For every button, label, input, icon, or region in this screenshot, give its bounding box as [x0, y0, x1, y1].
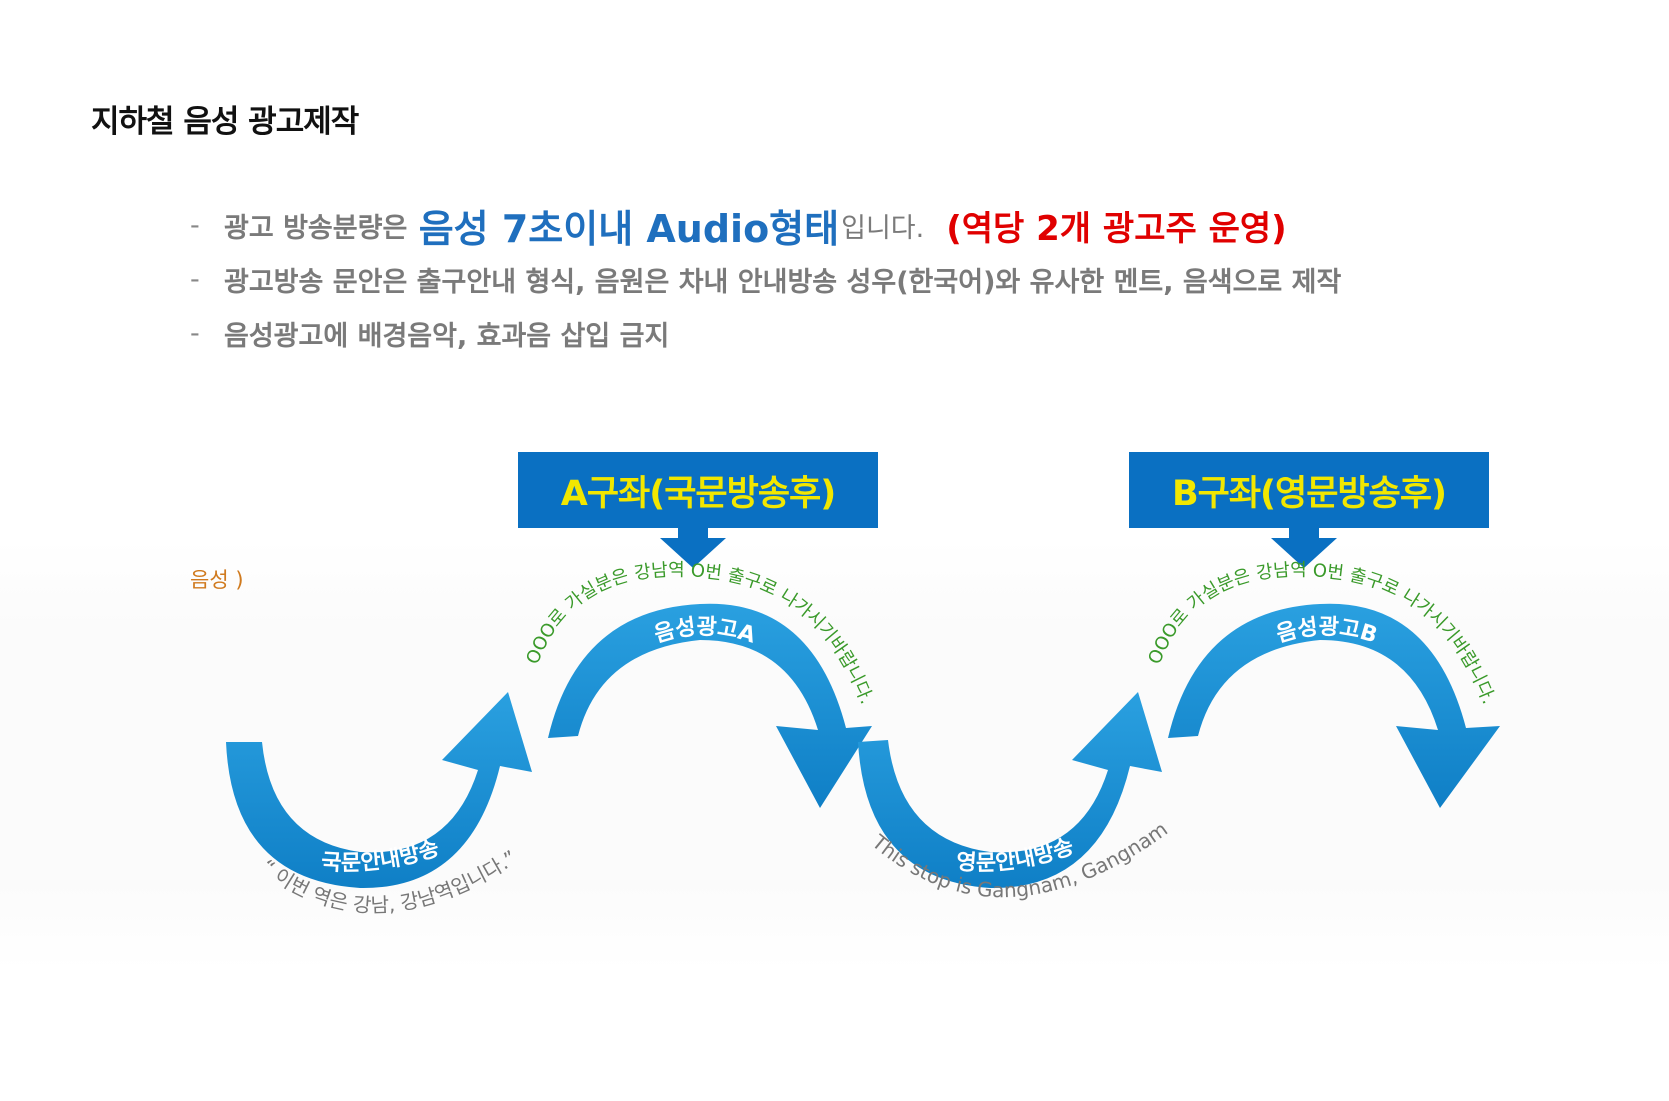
slot-a-label: A구좌(국문방송후): [518, 452, 878, 528]
bullet-dash: -: [190, 263, 200, 295]
bullet-highlight-red: (역당 2개 광고주 운영): [946, 208, 1287, 249]
voice-label: 음성 ): [190, 568, 244, 592]
bullet-highlight-blue: 음성 7초이내 Audio형태: [418, 206, 840, 251]
box-a-down-arrow: [660, 528, 726, 568]
bullet-text-post: 입니다.: [841, 212, 925, 244]
bullet-text: 음성광고에 배경음악, 효과음 삽입 금지: [224, 320, 670, 352]
ad-a-arrow: [548, 603, 872, 808]
bullet-text-pre: 광고 방송분량은: [224, 212, 408, 244]
bullet-item-duration: - 광고 방송분량은 음성 7초이내 Audio형태 입니다. (역당 2개 광…: [190, 198, 1341, 252]
korean-announce-arrow: [226, 692, 532, 889]
bullet-dash: -: [190, 317, 200, 349]
bullet-item-script: - 광고방송 문안은 출구안내 형식, 음원은 차내 안내방송 성우(한국어)와…: [190, 252, 1341, 306]
bullet-dash: -: [190, 209, 200, 241]
slot-b-label: B구좌(영문방송후): [1129, 452, 1489, 528]
box-b-down-arrow: [1271, 528, 1337, 568]
bullet-item-restriction: - 음성광고에 배경음악, 효과음 삽입 금지: [190, 306, 1341, 360]
bullet-text: 광고방송 문안은 출구안내 형식, 음원은 차내 안내방송 성우(한국어)와 유…: [224, 266, 1342, 298]
page-title: 지하철 음성 광고제작: [91, 104, 359, 140]
bullet-list: - 광고 방송분량은 음성 7초이내 Audio형태 입니다. (역당 2개 광…: [190, 198, 1341, 360]
english-announce-arrow: [858, 692, 1162, 889]
ad-b-arrow: [1168, 603, 1500, 808]
